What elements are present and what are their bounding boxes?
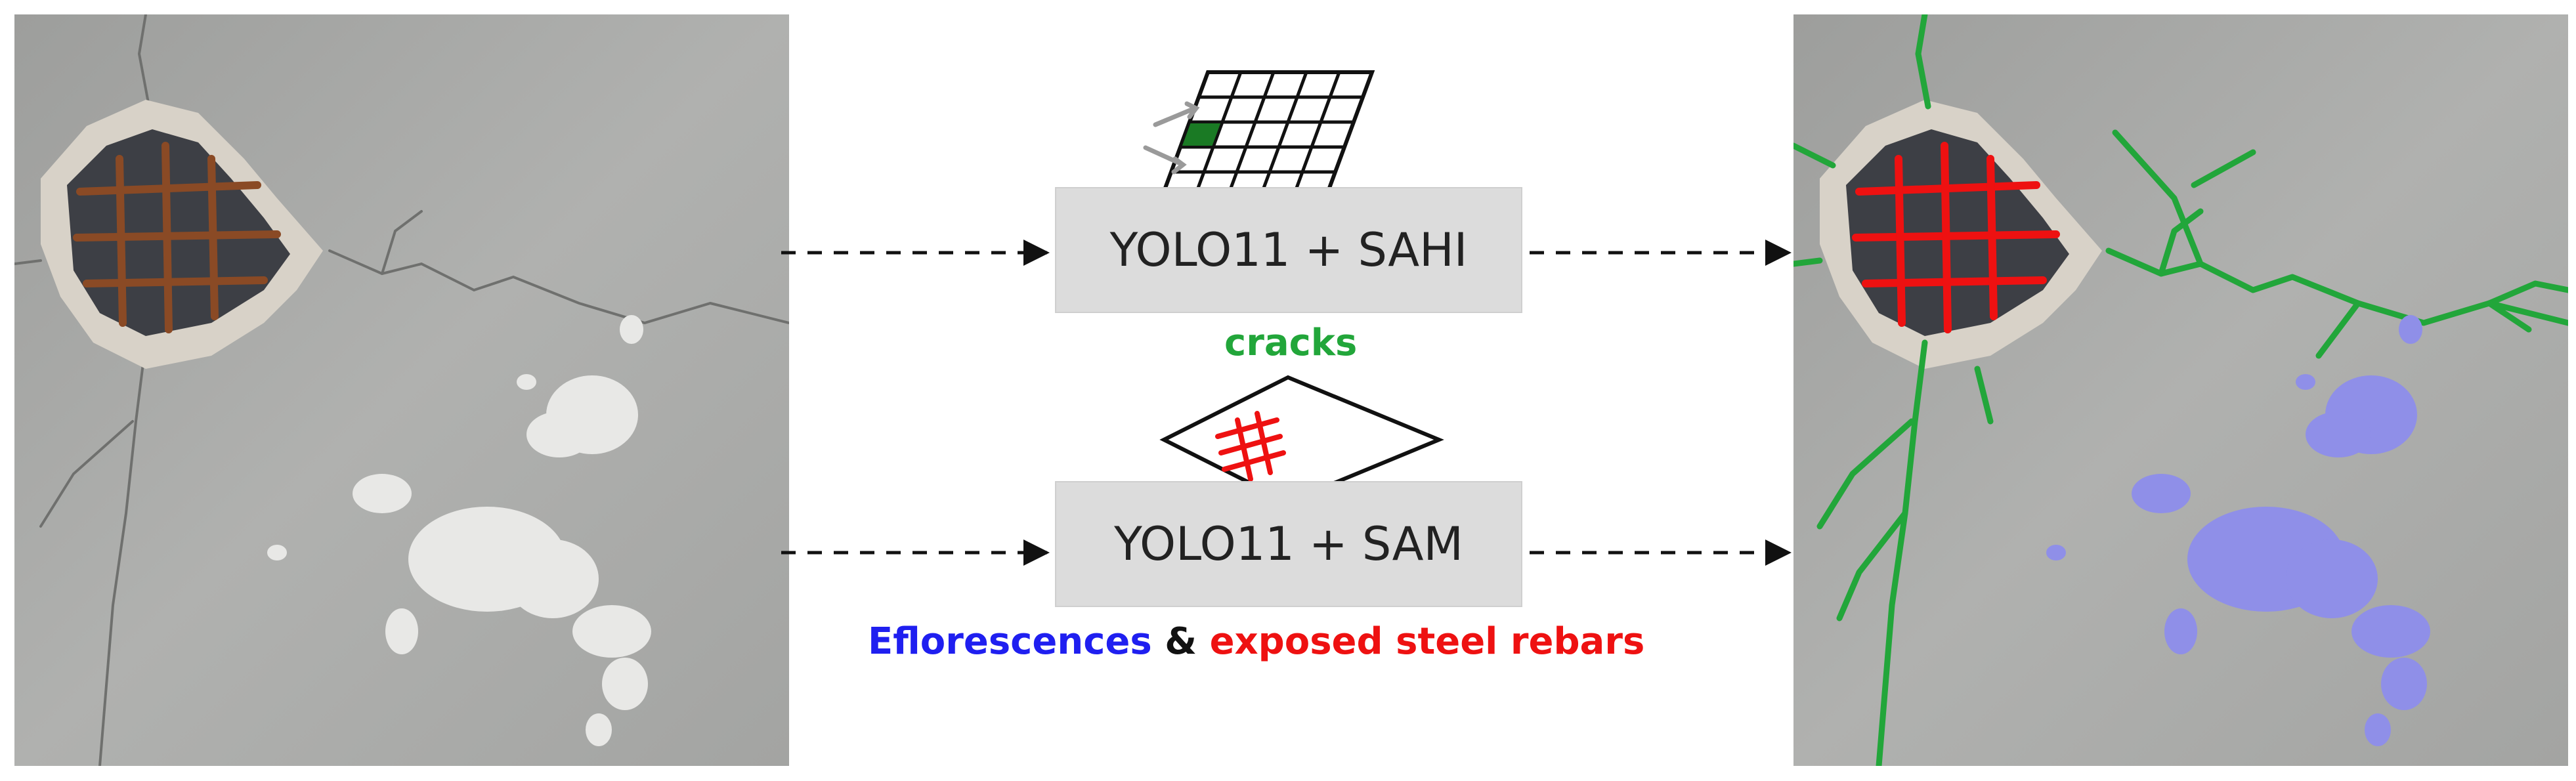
caption-efflorescence-rebars: Eflorescences & exposed steel rebars xyxy=(868,620,1644,663)
crack-mask xyxy=(1793,14,2568,766)
caption-eflorescences: Eflorescences xyxy=(868,620,1152,663)
rebar-mask xyxy=(1852,142,2060,333)
method-box-yolo-sam: YOLO11 + SAM xyxy=(1055,481,1522,607)
input-image xyxy=(14,14,789,766)
output-image xyxy=(1793,14,2568,766)
method-box-yolo-sahi: YOLO11 + SAHI xyxy=(1055,187,1522,313)
caption-rebars: exposed steel rebars xyxy=(1209,620,1645,663)
caption-ampersand: & xyxy=(1165,620,1197,663)
caption-cracks: cracks xyxy=(1224,322,1358,364)
method-label-sahi: YOLO11 + SAHI xyxy=(1109,223,1468,277)
efflorescence-mask xyxy=(2046,315,2430,746)
method-label-sam: YOLO11 + SAM xyxy=(1114,517,1463,571)
sliced-grid-icon xyxy=(1143,70,1375,199)
